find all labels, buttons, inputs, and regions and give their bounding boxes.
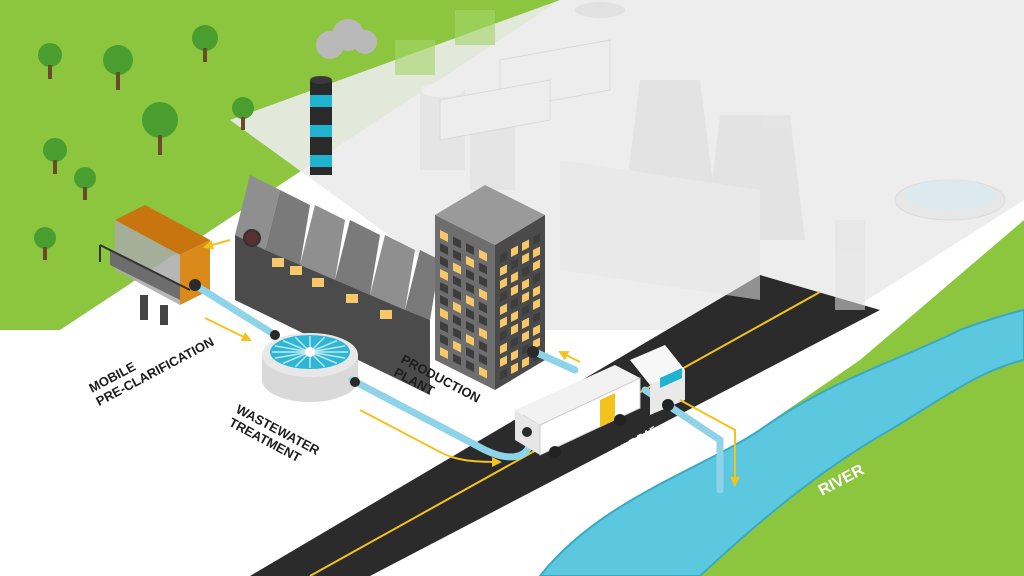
tower-window (522, 291, 529, 303)
tower-window (479, 288, 487, 301)
tower-window (440, 230, 448, 242)
tower-window (522, 330, 529, 342)
tower-window (440, 282, 448, 294)
tower-window (522, 252, 529, 264)
clarifier-spoke (274, 345, 311, 353)
tower-window (533, 272, 540, 284)
tower-window (479, 353, 487, 366)
clarifier-spoke (309, 351, 346, 359)
tower-window (511, 297, 518, 309)
tower-window (500, 303, 507, 315)
tower-window (440, 243, 448, 255)
tower-window (511, 362, 518, 374)
tower-window (453, 262, 461, 275)
tower-window (466, 347, 474, 359)
tower-window (453, 249, 461, 262)
tower-window (522, 317, 529, 329)
tower-window (511, 271, 518, 283)
pipe-connectors (189, 279, 539, 387)
tower-window (500, 264, 507, 276)
tower-window (466, 295, 474, 307)
tower-window (522, 239, 529, 251)
factory-building (235, 175, 440, 395)
tower-window (440, 308, 448, 320)
tower-window (466, 282, 474, 294)
tower-window (500, 290, 507, 302)
tower-window (511, 284, 518, 296)
tower-window (479, 301, 487, 314)
tower-window (453, 340, 461, 353)
tower-window (533, 298, 540, 310)
tower-window (500, 368, 507, 380)
tower-window (466, 269, 474, 281)
tower-window (500, 329, 507, 341)
tower-window (511, 349, 518, 361)
tower-window (466, 243, 474, 255)
tower-window (453, 314, 461, 327)
tower-window (533, 246, 540, 258)
tower-window (479, 249, 487, 262)
grass-right (560, 220, 1024, 576)
tower-window (522, 304, 529, 316)
tower-window (453, 236, 461, 249)
tower-window (440, 347, 448, 359)
tower-window (440, 269, 448, 281)
tower-window (500, 277, 507, 289)
tower-window (511, 336, 518, 348)
tower-window (453, 288, 461, 301)
smoke-cloud (316, 19, 377, 59)
river (538, 308, 1024, 576)
tower-window (479, 275, 487, 288)
background-plant (420, 2, 1006, 310)
tower-window (500, 355, 507, 367)
tower-window (533, 324, 540, 336)
tower-window (440, 321, 448, 333)
tower-window (479, 314, 487, 327)
tower-window (466, 334, 474, 346)
tower-window (479, 366, 487, 379)
trees (34, 25, 254, 260)
flow-arrows (203, 239, 740, 487)
tower-window (453, 327, 461, 340)
tower-window (500, 251, 507, 263)
tower-window (466, 308, 474, 320)
tower-windows (440, 230, 540, 380)
tower-window (453, 301, 461, 314)
tower-window (440, 295, 448, 307)
tower-window (453, 353, 461, 366)
tower-window (466, 321, 474, 333)
tower-window (500, 342, 507, 354)
tower-window (533, 337, 540, 349)
wastewater-clarifier (262, 333, 358, 402)
tower-window (522, 278, 529, 290)
tower-window (479, 262, 487, 275)
tower-window (440, 256, 448, 268)
tower-window (511, 258, 518, 270)
tower-window (500, 316, 507, 328)
tower-window (466, 256, 474, 268)
tower-window (453, 275, 461, 288)
tower-window (511, 245, 518, 257)
smokestack (310, 76, 332, 175)
grey-background-area (230, 0, 1024, 330)
tower-window (466, 360, 474, 372)
tower-window (533, 285, 540, 297)
post-clarification-truck (515, 345, 685, 458)
tower-window (479, 340, 487, 353)
tower-window (522, 265, 529, 277)
tower-window (522, 356, 529, 368)
tower-window (533, 233, 540, 245)
tower-window (440, 334, 448, 346)
tower-window (533, 259, 540, 271)
clarifier-spoke (274, 351, 311, 359)
tower-window (479, 327, 487, 340)
tower-window (511, 323, 518, 335)
tower-window (533, 311, 540, 323)
clarifier-spoke (309, 345, 346, 353)
background-trucks (395, 10, 495, 75)
tower-window (511, 310, 518, 322)
